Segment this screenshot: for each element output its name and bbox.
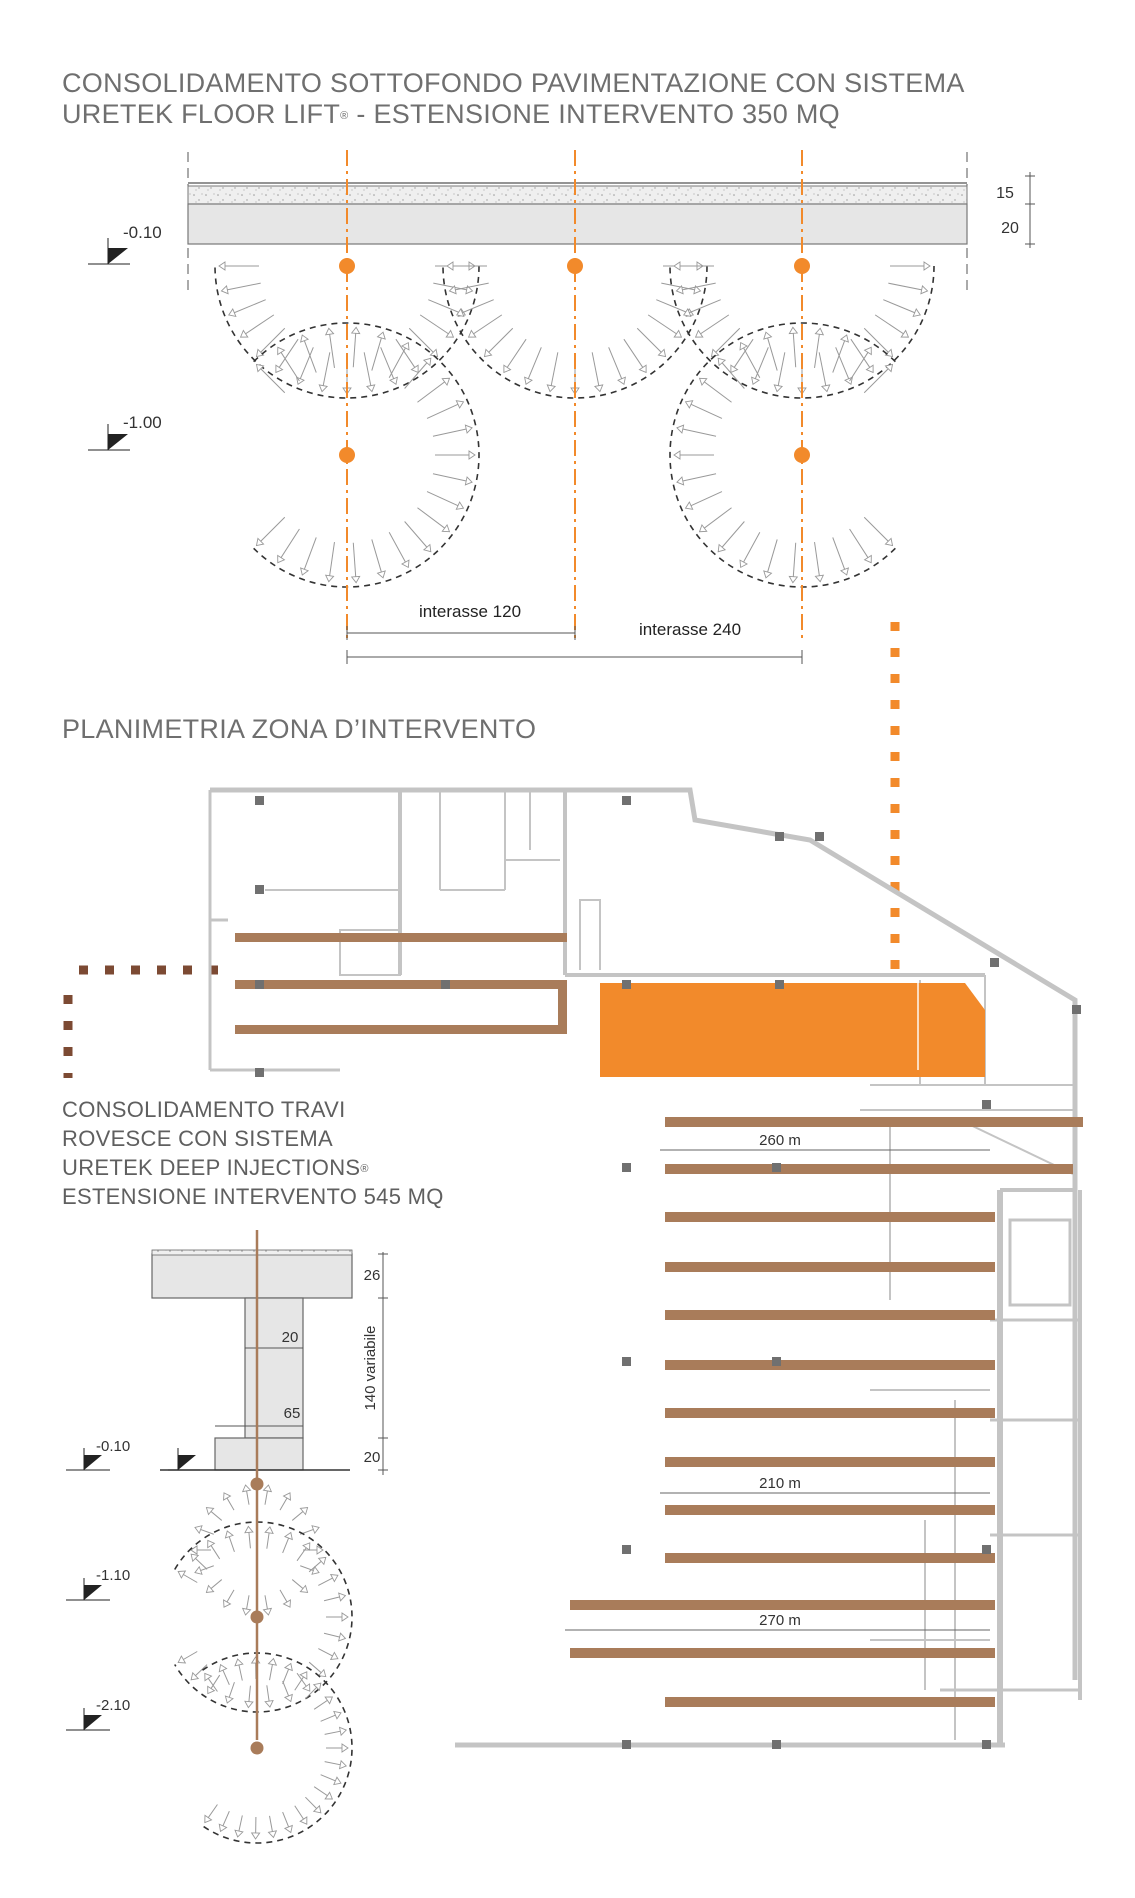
deep-level-marker-3: -2.10	[66, 1697, 130, 1731]
bulb	[669, 261, 935, 399]
injection-point	[794, 447, 810, 463]
plan-dimensions: 260 m 210 m 270 m	[565, 1132, 990, 1631]
connector-brown	[62, 965, 218, 1078]
section3-title: CONSOLIDAMENTO TRAVI ROVESCE CON SISTEMA…	[62, 1095, 444, 1211]
beams-lower	[570, 1117, 1083, 1707]
dim-top-label: 15	[996, 185, 1014, 202]
section3-title-line1: CONSOLIDAMENTO TRAVI	[62, 1097, 346, 1122]
injection-point	[339, 258, 355, 274]
bulb	[202, 1652, 353, 1844]
level-marker-1: -0.10	[88, 223, 162, 265]
floor-plan	[208, 787, 1082, 1748]
level-marker-2: -1.00	[88, 413, 162, 451]
section1-title-line1: CONSOLIDAMENTO SOTTOFONDO PAVIMENTAZIONE…	[62, 68, 965, 98]
injection-bulbs	[214, 261, 935, 588]
dim-bottom-label: 20	[1001, 220, 1019, 237]
bulb	[253, 322, 480, 588]
deep-injection-bulbs	[174, 1484, 353, 1844]
section3-title-line3: URETEK DEEP INJECTIONS®	[62, 1155, 369, 1180]
dim-65-label: 65	[284, 1405, 301, 1422]
dim-variable-label: 140 variabile	[362, 1325, 379, 1410]
section3-title-line4: ESTENSIONE INTERVENTO 545 MQ	[62, 1184, 444, 1209]
deep-injection-point	[250, 1477, 264, 1491]
columns	[255, 796, 1081, 1749]
floor-lift-section: 15 20 -0.10 -1.00 interasse 120	[88, 150, 1035, 664]
level-label-1: -0.10	[123, 223, 162, 242]
dim-20-base-label: 20	[364, 1449, 381, 1466]
deep-injection-point	[250, 1610, 264, 1624]
injection-point	[567, 258, 583, 274]
floor-lift-zone	[600, 983, 985, 1077]
plan-dim-210: 210 m	[759, 1475, 801, 1492]
plan-dim-270: 270 m	[759, 1612, 801, 1629]
section3-title-line2: ROVESCE CON SISTEMA	[62, 1126, 333, 1151]
bulb	[174, 1521, 353, 1713]
bulb	[669, 322, 896, 588]
section1-title-line2: URETEK FLOOR LIFT® - ESTENSIONE INTERVEN…	[62, 99, 840, 129]
deep-injection-point	[250, 1741, 264, 1755]
floor-screed-layer	[187, 185, 968, 205]
injection-point	[794, 258, 810, 274]
level-label-2: -1.00	[123, 413, 162, 432]
spacing-240-label: interasse 240	[639, 620, 741, 639]
subfloor-layer	[187, 203, 968, 245]
section1-title: CONSOLIDAMENTO SOTTOFONDO PAVIMENTAZIONE…	[62, 68, 965, 130]
deep-level-marker-2: -1.10	[66, 1567, 130, 1601]
bulb	[190, 1484, 324, 1616]
dim-26-label: 26	[364, 1267, 381, 1284]
dim-20-web-label: 20	[282, 1329, 299, 1346]
deep-level-marker-1: -0.10	[66, 1438, 200, 1471]
injection-point	[339, 447, 355, 463]
beam-section: 26 20 140 variabile 20 65 -0.10 -1.10 -2…	[66, 1230, 388, 1844]
deep-level-label-2: -1.10	[96, 1567, 130, 1584]
beams-upper	[235, 933, 567, 1034]
plan-dim-260: 260 m	[759, 1132, 801, 1149]
section2-title: PLANIMETRIA ZONA D’INTERVENTO	[62, 714, 537, 744]
deep-level-label-1: -0.10	[96, 1438, 130, 1455]
beam-web	[244, 1297, 304, 1439]
beam-foot	[214, 1437, 304, 1471]
beam-flange	[151, 1253, 353, 1299]
deep-level-label-3: -2.10	[96, 1697, 130, 1714]
spacing-120-label: interasse 120	[419, 602, 521, 621]
